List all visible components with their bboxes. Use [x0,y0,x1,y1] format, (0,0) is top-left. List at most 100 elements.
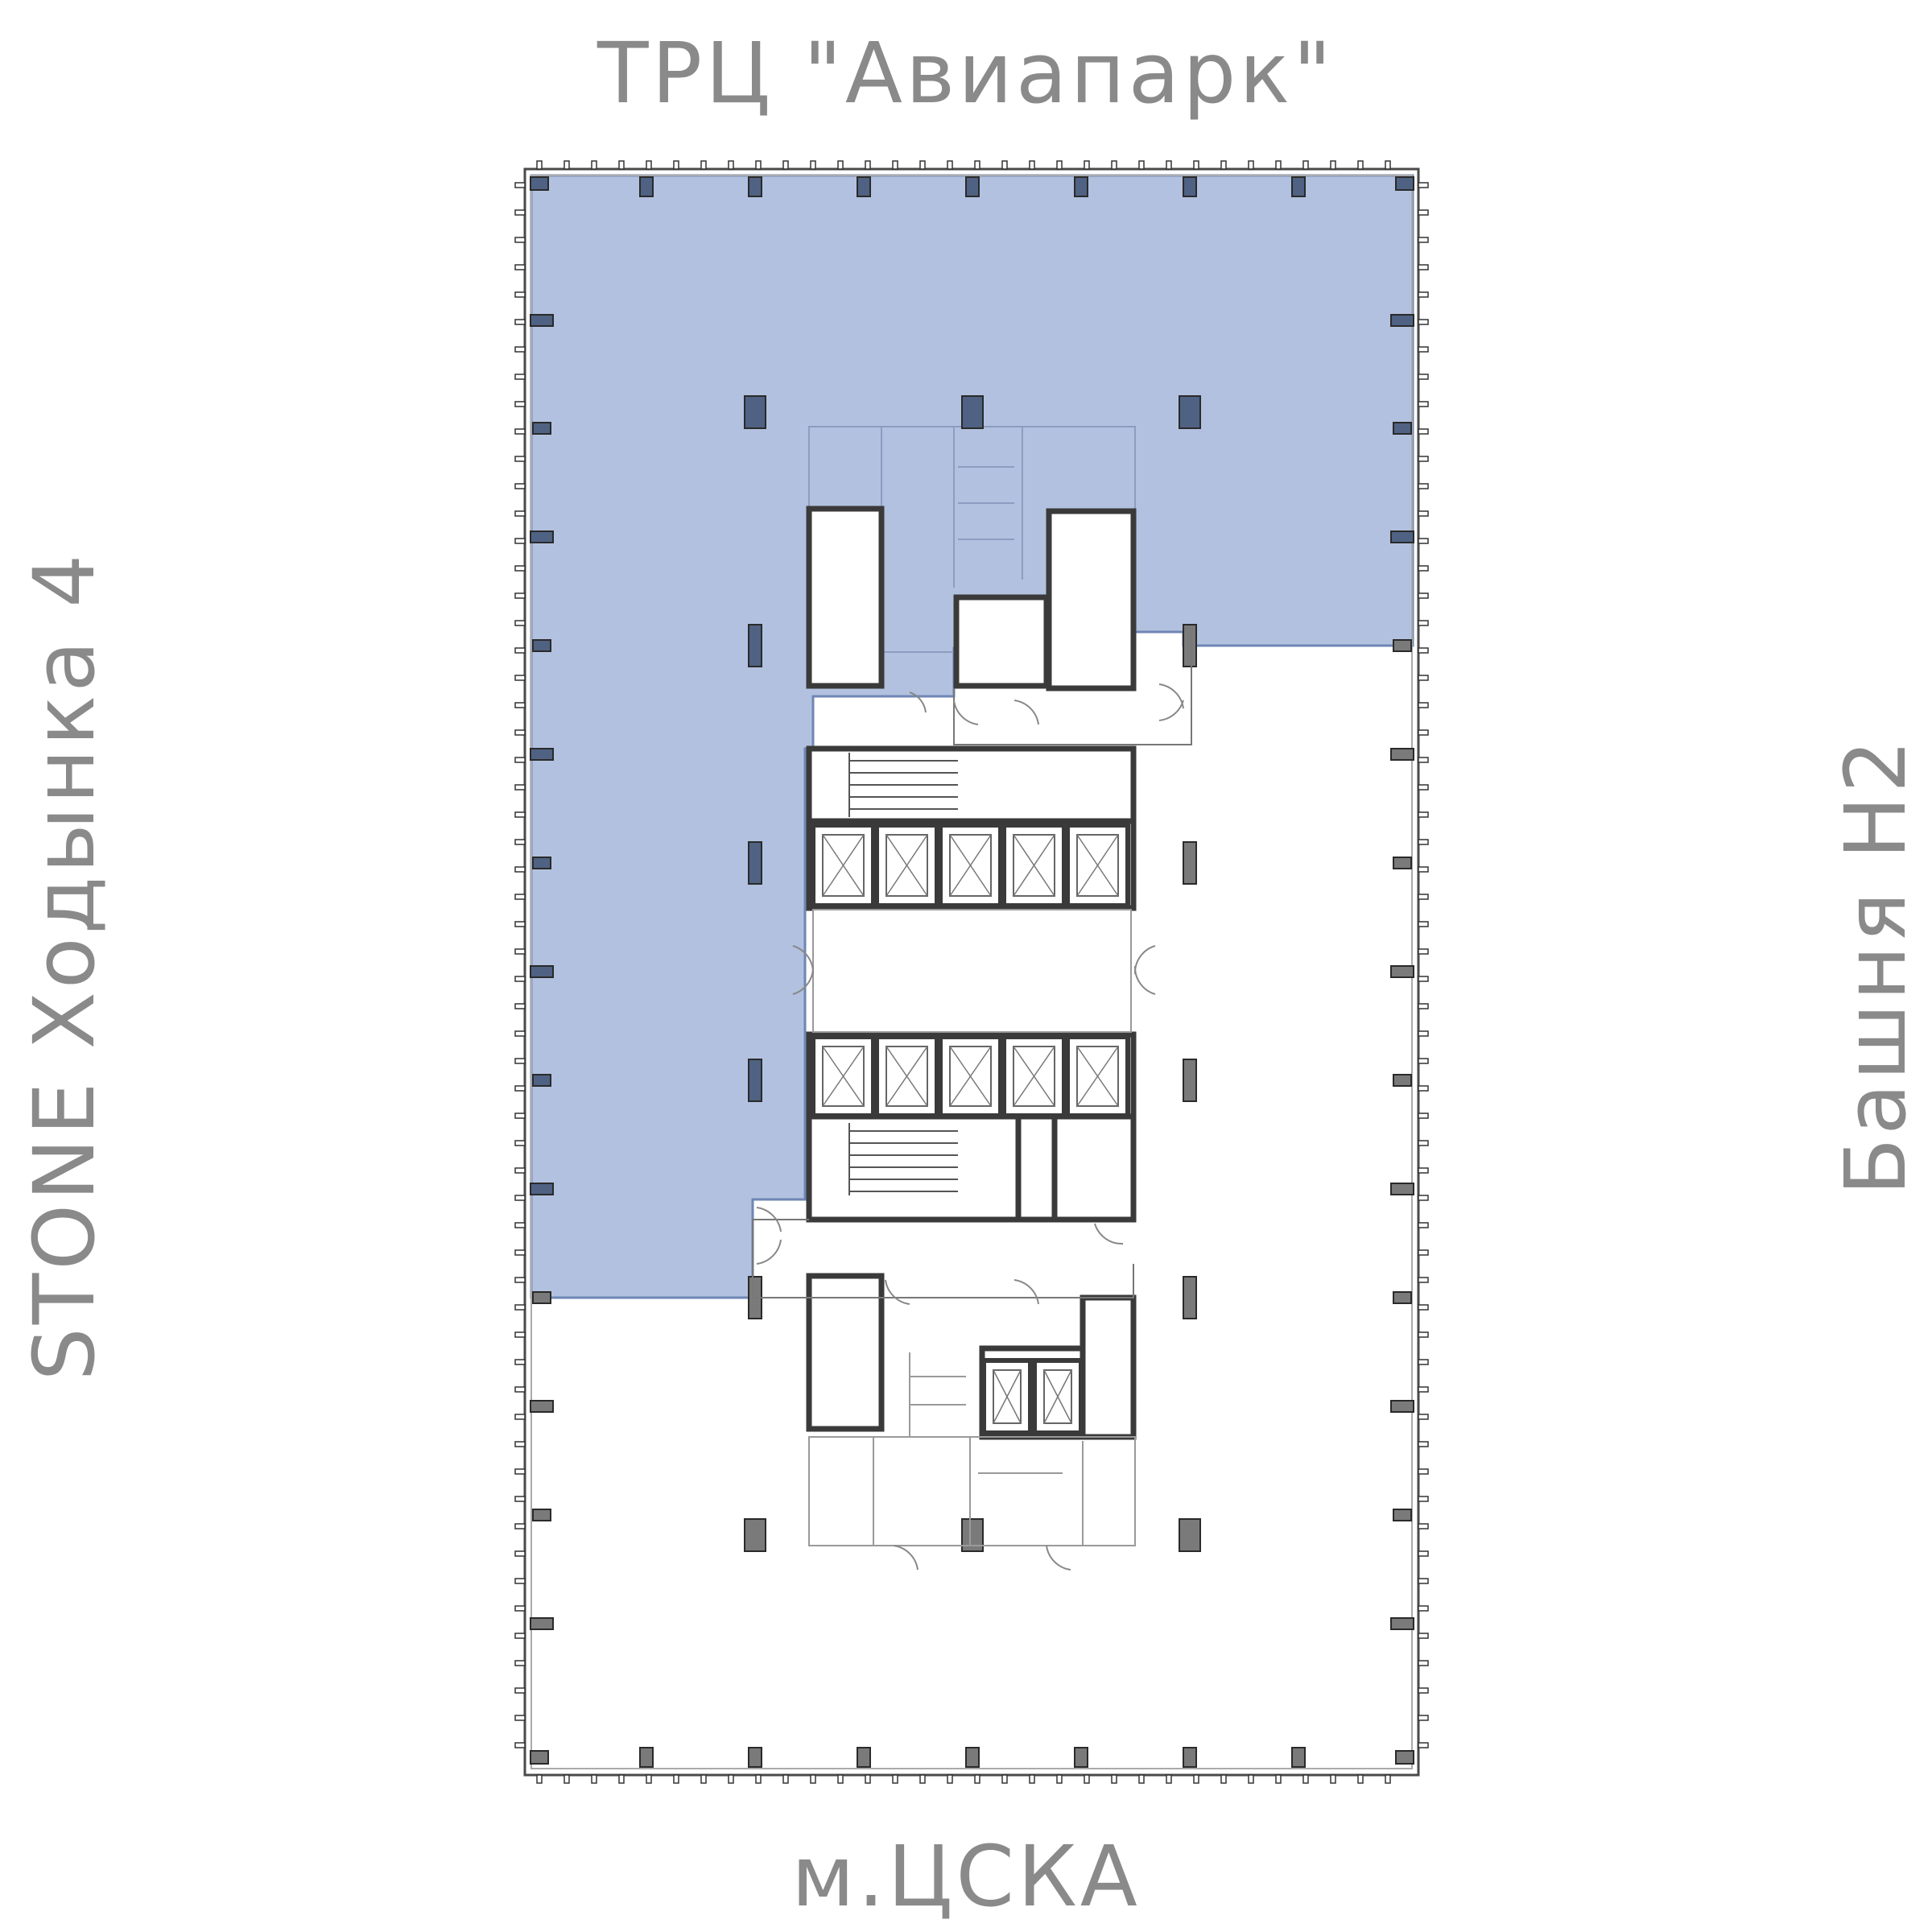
mullion [1418,374,1429,380]
column [1074,1747,1088,1768]
mullion [1193,1774,1199,1784]
north-label: ТРЦ "Авиапарк" [597,24,1335,122]
elevator-cross [1043,1369,1072,1424]
mullion [1248,160,1254,170]
mullion [514,1687,526,1694]
mullion [514,620,526,626]
column [1183,1059,1197,1102]
mullion [1418,1167,1429,1174]
mullion [782,160,789,170]
mullion [514,729,526,736]
mullion [514,976,526,982]
mullion [514,182,526,188]
mullion [782,1774,789,1784]
column [748,1059,762,1102]
mullion [564,160,570,170]
mullion [514,1550,526,1557]
mullion [1418,1441,1429,1447]
elevator-car [949,1046,992,1107]
elevator-cross [1013,1046,1055,1107]
mullion [514,1140,526,1146]
mullion [646,160,652,170]
mullion [618,160,625,170]
elevator-cross [1076,834,1119,897]
mullion [1418,647,1429,654]
mullion [514,456,526,462]
column [1393,639,1412,652]
column [1390,748,1414,761]
column [532,1074,551,1087]
mullion [514,1030,526,1037]
mullion [810,1774,816,1784]
mullion [514,757,526,763]
mullion [865,160,871,170]
elevator-cross [1013,834,1055,897]
mullion [1418,1605,1429,1612]
mullion [1418,811,1429,818]
column [1393,422,1412,435]
mullion [974,1774,980,1784]
mullion [1418,346,1429,353]
stairwell-south [848,1123,958,1195]
south-label: м.ЦСКА [791,1827,1141,1926]
mullion [755,160,762,170]
elevator-cross [949,1046,992,1107]
column [857,1747,871,1768]
mullion [514,1085,526,1092]
column [1395,176,1414,191]
mullion [1111,1774,1117,1784]
mullion [1418,565,1429,572]
column [532,639,551,652]
mullion [514,1742,526,1748]
restroom-outline-south [808,1352,1136,1546]
mullion [514,1304,526,1311]
mullion [1248,1774,1254,1784]
mullion [1111,160,1117,170]
elevator-cross [886,834,928,897]
mullion [919,160,926,170]
column [530,748,554,761]
mullion [1418,538,1429,544]
mullion [1357,160,1364,170]
mullion [1418,1030,1429,1037]
mullion [514,374,526,380]
mullion [1330,160,1336,170]
mullion [514,209,526,216]
column [748,1747,762,1768]
mullion [514,319,526,325]
elevator-cross [822,834,865,897]
mullion [1330,1774,1336,1784]
mullion [1418,1660,1429,1666]
column [965,176,980,197]
mullion [1418,1633,1429,1639]
column [532,1509,551,1521]
mullion [514,1523,526,1530]
mullion [1418,1578,1429,1584]
column [1183,624,1197,667]
column [530,1750,549,1765]
mullion [1418,264,1429,270]
mullion [1357,1774,1364,1784]
column [748,624,762,667]
mullion [514,948,526,955]
elevator-car [1076,1046,1119,1107]
elevator-car [1076,834,1119,897]
mullion [514,647,526,654]
elevator-cross [1076,1046,1119,1107]
mullion [1418,1742,1429,1748]
mullion [1138,160,1145,170]
mullion [1418,1550,1429,1557]
mullion [947,1774,953,1784]
column [748,841,762,885]
mullion [514,346,526,353]
mullion [1418,1496,1429,1502]
mullion [755,1774,762,1784]
mullion [514,538,526,544]
mullion [514,428,526,435]
mullion [1418,839,1429,845]
column [1390,530,1414,543]
mullion [1193,160,1199,170]
mullion [1138,1774,1145,1784]
mullion [1418,319,1429,325]
mullion [646,1774,652,1784]
